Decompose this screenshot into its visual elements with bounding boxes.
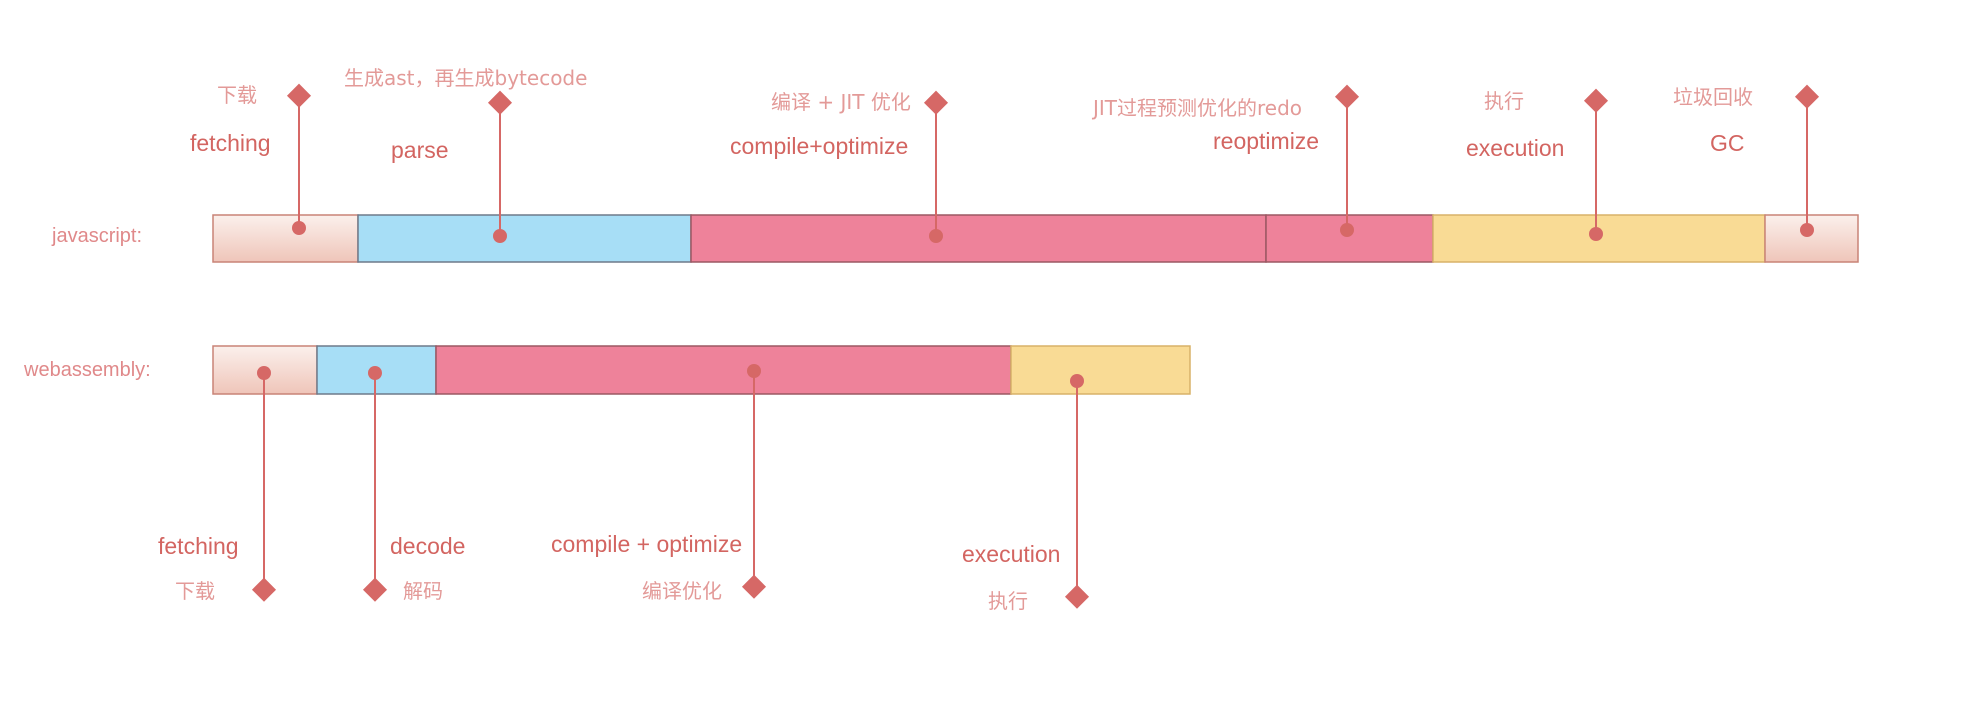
wasm-fetching-zh-label: 下载 <box>175 579 215 603</box>
pin-dot <box>493 229 507 243</box>
wasm-fetching-en-label: fetching <box>158 533 239 559</box>
js-compile-en-label: compile+optimize <box>730 133 908 159</box>
js-parse-zh-label: 生成ast，再生成bytecode <box>344 66 587 90</box>
pin-dot <box>1070 374 1084 388</box>
js-fetching-en-label: fetching <box>190 130 271 156</box>
js-reoptimize-zh-label: JIT过程预测优化的redo <box>1091 96 1302 120</box>
pin-dot <box>929 229 943 243</box>
js-compile-segment <box>690 214 1267 263</box>
pin-diamond <box>923 90 949 115</box>
js-parse-en-label: parse <box>391 137 449 163</box>
js-compile-zh-label: 编译 + JIT 优化 <box>771 90 911 114</box>
wasm-compile-zh-label: 编译优化 <box>642 579 722 603</box>
javascript-row-label: javascript: <box>51 225 142 247</box>
js-pin-execution <box>1583 88 1609 241</box>
js-reoptimize-en-label: reoptimize <box>1213 128 1319 154</box>
pin-diamond <box>741 574 767 599</box>
pin-dot <box>1340 223 1354 237</box>
js-parse-segment <box>357 214 692 263</box>
webassembly-row-label: webassembly: <box>23 359 151 381</box>
pin-dot <box>1800 223 1814 237</box>
wasm-compile-segment <box>435 345 1012 395</box>
js-fetching-segment <box>212 214 359 263</box>
wasm-decode-en-label: decode <box>390 533 465 559</box>
js-pin-reoptimize <box>1334 84 1360 237</box>
wasm-pin-fetching <box>251 366 277 602</box>
pin-diamond <box>1064 584 1090 609</box>
javascript-bar <box>212 214 1859 263</box>
pin-diamond <box>286 83 312 108</box>
js-pin-fetching <box>286 83 312 235</box>
pin-dot <box>292 221 306 235</box>
wasm-pin-execution <box>1064 374 1090 609</box>
webassembly-bar <box>212 345 1191 395</box>
pin-diamond <box>487 90 513 115</box>
js-execution-en-label: execution <box>1466 135 1564 161</box>
js-pin-gc <box>1794 84 1820 237</box>
pin-dot <box>257 366 271 380</box>
wasm-decode-zh-label: 解码 <box>403 579 443 603</box>
pin-dot <box>747 364 761 378</box>
pin-diamond <box>251 577 277 602</box>
wasm-compile-en-label: compile + optimize <box>551 531 742 557</box>
pin-diamond <box>1583 88 1609 113</box>
js-gc-segment <box>1764 214 1859 263</box>
pin-diamond <box>362 577 388 602</box>
wasm-execution-segment <box>1010 345 1191 395</box>
wasm-pin-decode <box>362 366 388 602</box>
js-reoptimize-segment <box>1265 214 1434 263</box>
js-fetching-zh-label: 下载 <box>217 83 257 107</box>
js-gc-en-label: GC <box>1710 130 1745 156</box>
pin-diamond <box>1334 84 1360 109</box>
pin-dot <box>368 366 382 380</box>
js-pin-parse <box>487 90 513 243</box>
wasm-execution-zh-label: 执行 <box>988 589 1028 613</box>
wasm-execution-en-label: execution <box>962 541 1060 567</box>
pin-dot <box>1589 227 1603 241</box>
js-execution-zh-label: 执行 <box>1484 89 1524 113</box>
wasm-pin-compile <box>741 364 767 599</box>
js-gc-zh-label: 垃圾回收 <box>1673 85 1753 109</box>
pin-diamond <box>1794 84 1820 109</box>
